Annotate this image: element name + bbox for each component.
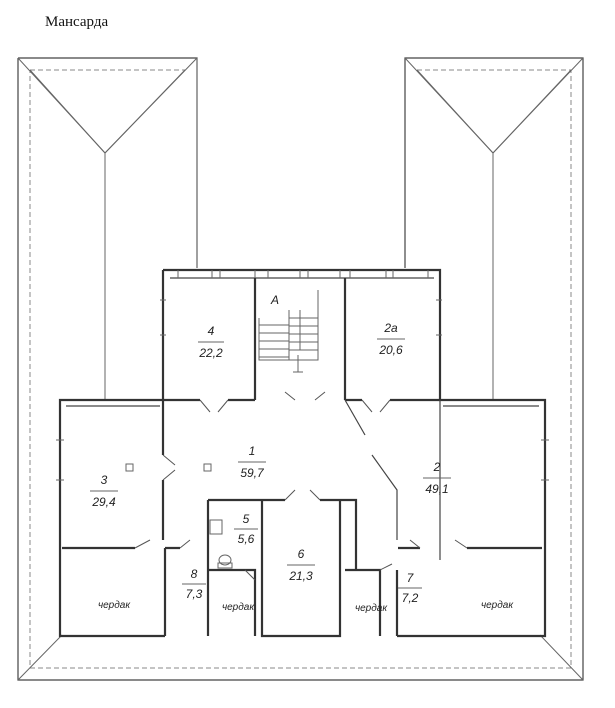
room-8-area: 7,3 (186, 587, 203, 601)
toilet-icon (218, 554, 232, 566)
room-8-number: 8 (191, 567, 198, 581)
vent-icon (125, 463, 134, 472)
room-5-area: 5,6 (238, 532, 255, 546)
room-3-number: 3 (101, 473, 108, 487)
room-2-number: 2 (433, 460, 441, 474)
attic-label-right: чердак (481, 600, 514, 611)
vent-icon (203, 463, 212, 472)
door-swings (134, 391, 468, 581)
room-4-area: 22,2 (198, 346, 223, 360)
attic-label-center-right: чердак (355, 603, 388, 614)
stair-label: A (270, 293, 279, 307)
attic-label-center-left: чердак (222, 602, 255, 613)
room-labels: A 4 22,2 2а 20,6 1 59,7 3 29,4 2 49,1 5 … (90, 293, 514, 614)
room-1-number: 1 (249, 444, 256, 458)
roof-outline (17, 57, 584, 681)
room-1-area: 59,7 (240, 466, 265, 480)
room-3-area: 29,4 (91, 495, 116, 509)
interior-walls (62, 278, 542, 638)
room-2a-number: 2а (383, 321, 398, 335)
room-5-number: 5 (243, 512, 250, 526)
fixtures (125, 463, 233, 569)
attic-label-left: чердак (98, 600, 131, 611)
room-4-number: 4 (208, 324, 215, 338)
room-7-number: 7 (407, 571, 415, 585)
room-2a-area: 20,6 (378, 343, 403, 357)
room-6-number: 6 (298, 547, 305, 561)
room-6-area: 21,3 (288, 569, 313, 583)
room-2-area: 49,1 (425, 482, 448, 496)
plan-title: Мансарда (45, 14, 109, 30)
sink-icon (209, 519, 223, 535)
exterior-walls (56, 268, 549, 638)
staircase (258, 290, 319, 373)
room-7-area: 7,2 (402, 591, 419, 605)
